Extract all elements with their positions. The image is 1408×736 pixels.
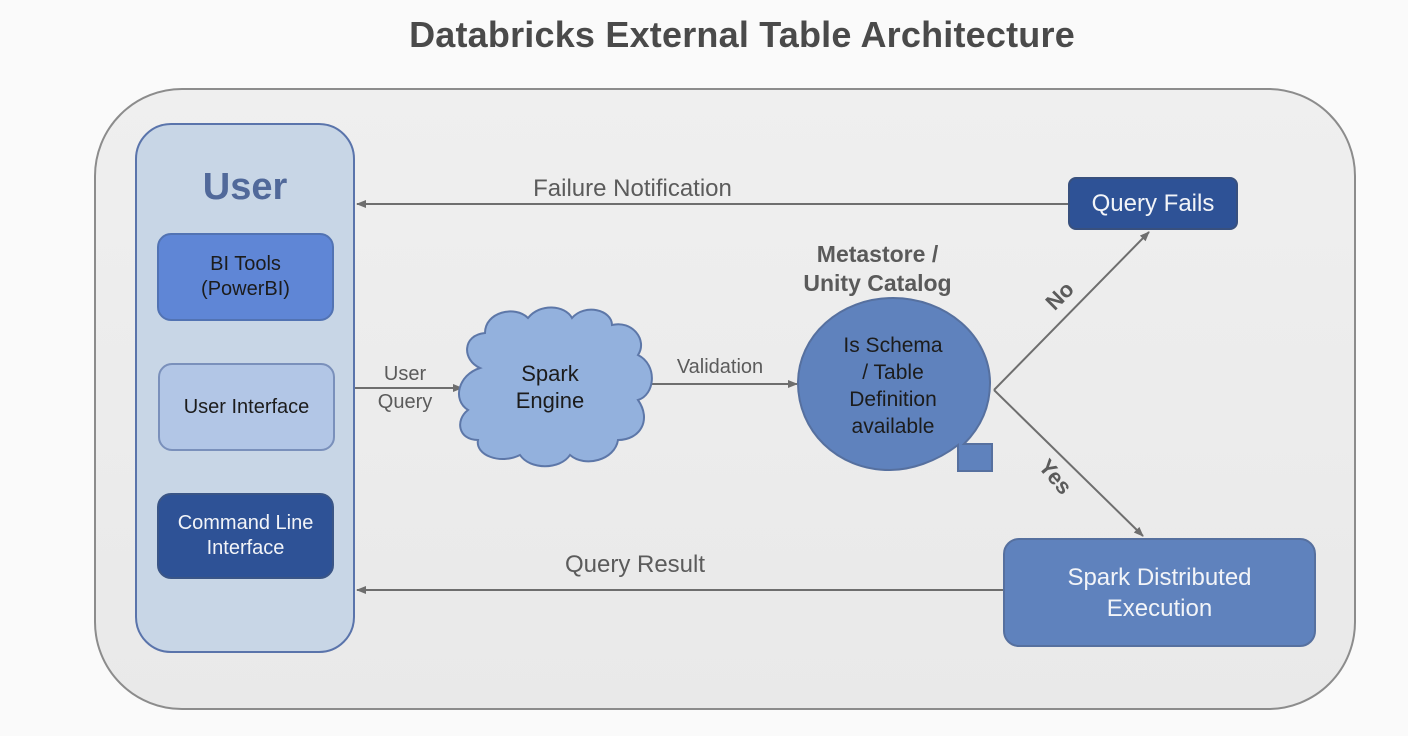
bi-tools-line-1: BI Tools (210, 253, 281, 275)
spark-engine-label: Spark Engine (490, 360, 610, 414)
spark-engine-line-2: Engine (515, 388, 585, 413)
spark-distributed-execution-node: Spark Distributed Execution (1003, 538, 1316, 647)
metastore-decision-bubble (796, 296, 993, 472)
spark-distributed-line-2: Execution (1106, 594, 1213, 622)
metastore-caption-line-2: Unity Catalog (803, 270, 952, 296)
user-panel-title: User (202, 166, 288, 208)
spark-engine-cloud (458, 306, 653, 468)
spark-engine-line-1: Spark (521, 361, 579, 386)
schema-question-line-4: available (851, 415, 935, 438)
user-interface-node: User Interface (158, 363, 335, 451)
failure-notification-label: Failure Notification (533, 175, 732, 202)
cli-line-1: Command Line (177, 512, 314, 534)
bi-tools-node: BI Tools (PowerBI) (157, 233, 334, 321)
schema-question-line-1: Is Schema (843, 334, 943, 357)
query-fails-label: Query Fails (1091, 190, 1215, 217)
diagram-title: Databricks External Table Architecture (409, 14, 1075, 55)
schema-question-line-3: Definition (849, 388, 937, 411)
cli-line-2: Interface (206, 537, 285, 559)
bi-tools-line-2: (PowerBI) (201, 278, 290, 300)
query-fails-node: Query Fails (1068, 177, 1238, 230)
schema-question-label: Is Schema / Table Definition available (808, 332, 978, 440)
no-branch-arrow (993, 231, 1150, 391)
validation-label: Validation (676, 356, 764, 378)
command-line-interface-node: Command Line Interface (157, 493, 334, 579)
schema-question-line-2: / Table (862, 361, 924, 384)
user-query-line-2: Query (377, 391, 433, 413)
metastore-caption: Metastore / Unity Catalog (790, 240, 965, 298)
user-query-label: User Query (365, 360, 445, 416)
metastore-caption-line-1: Metastore / (816, 241, 939, 267)
spark-distributed-line-1: Spark Distributed (1067, 563, 1252, 591)
yes-branch-arrow (993, 389, 1144, 537)
user-query-line-1: User (383, 363, 427, 385)
query-result-label: Query Result (564, 551, 706, 578)
user-interface-label: User Interface (183, 395, 310, 418)
